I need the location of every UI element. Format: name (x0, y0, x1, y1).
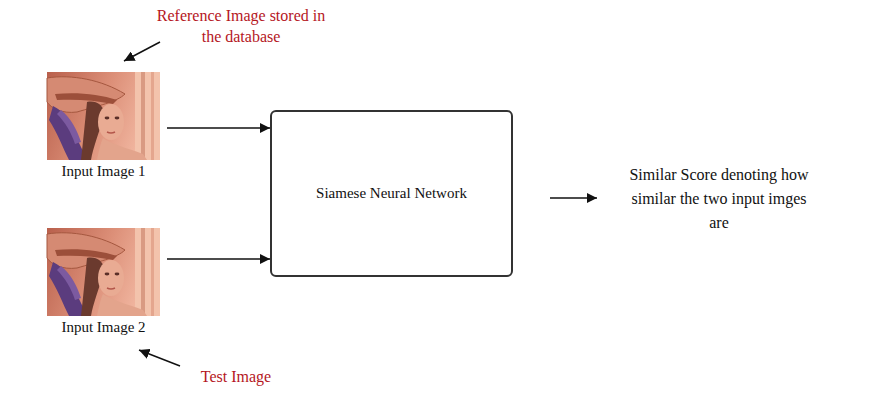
image-caption: Input Image 2 (40, 318, 167, 338)
reference-photo (47, 72, 160, 160)
network-box: Siamese Neural Network (270, 110, 513, 277)
annotation-text: Test Image (186, 366, 286, 387)
image-input: Input Image 2 (40, 228, 167, 338)
box-title: Siamese Neural Network (316, 184, 467, 204)
image-caption: Input Image 1 (40, 162, 167, 182)
test-photo (47, 228, 160, 316)
flow-arrow (167, 258, 270, 260)
leader-arrow (124, 42, 160, 61)
leader-arrow (139, 350, 180, 366)
flow-arrow (167, 127, 270, 129)
annotation-text: Reference Image stored in the database (150, 5, 332, 47)
output-text: Similar Score denoting how similar the t… (628, 163, 810, 235)
output-arrow (550, 197, 597, 199)
image-input: Input Image 1 (40, 72, 167, 182)
